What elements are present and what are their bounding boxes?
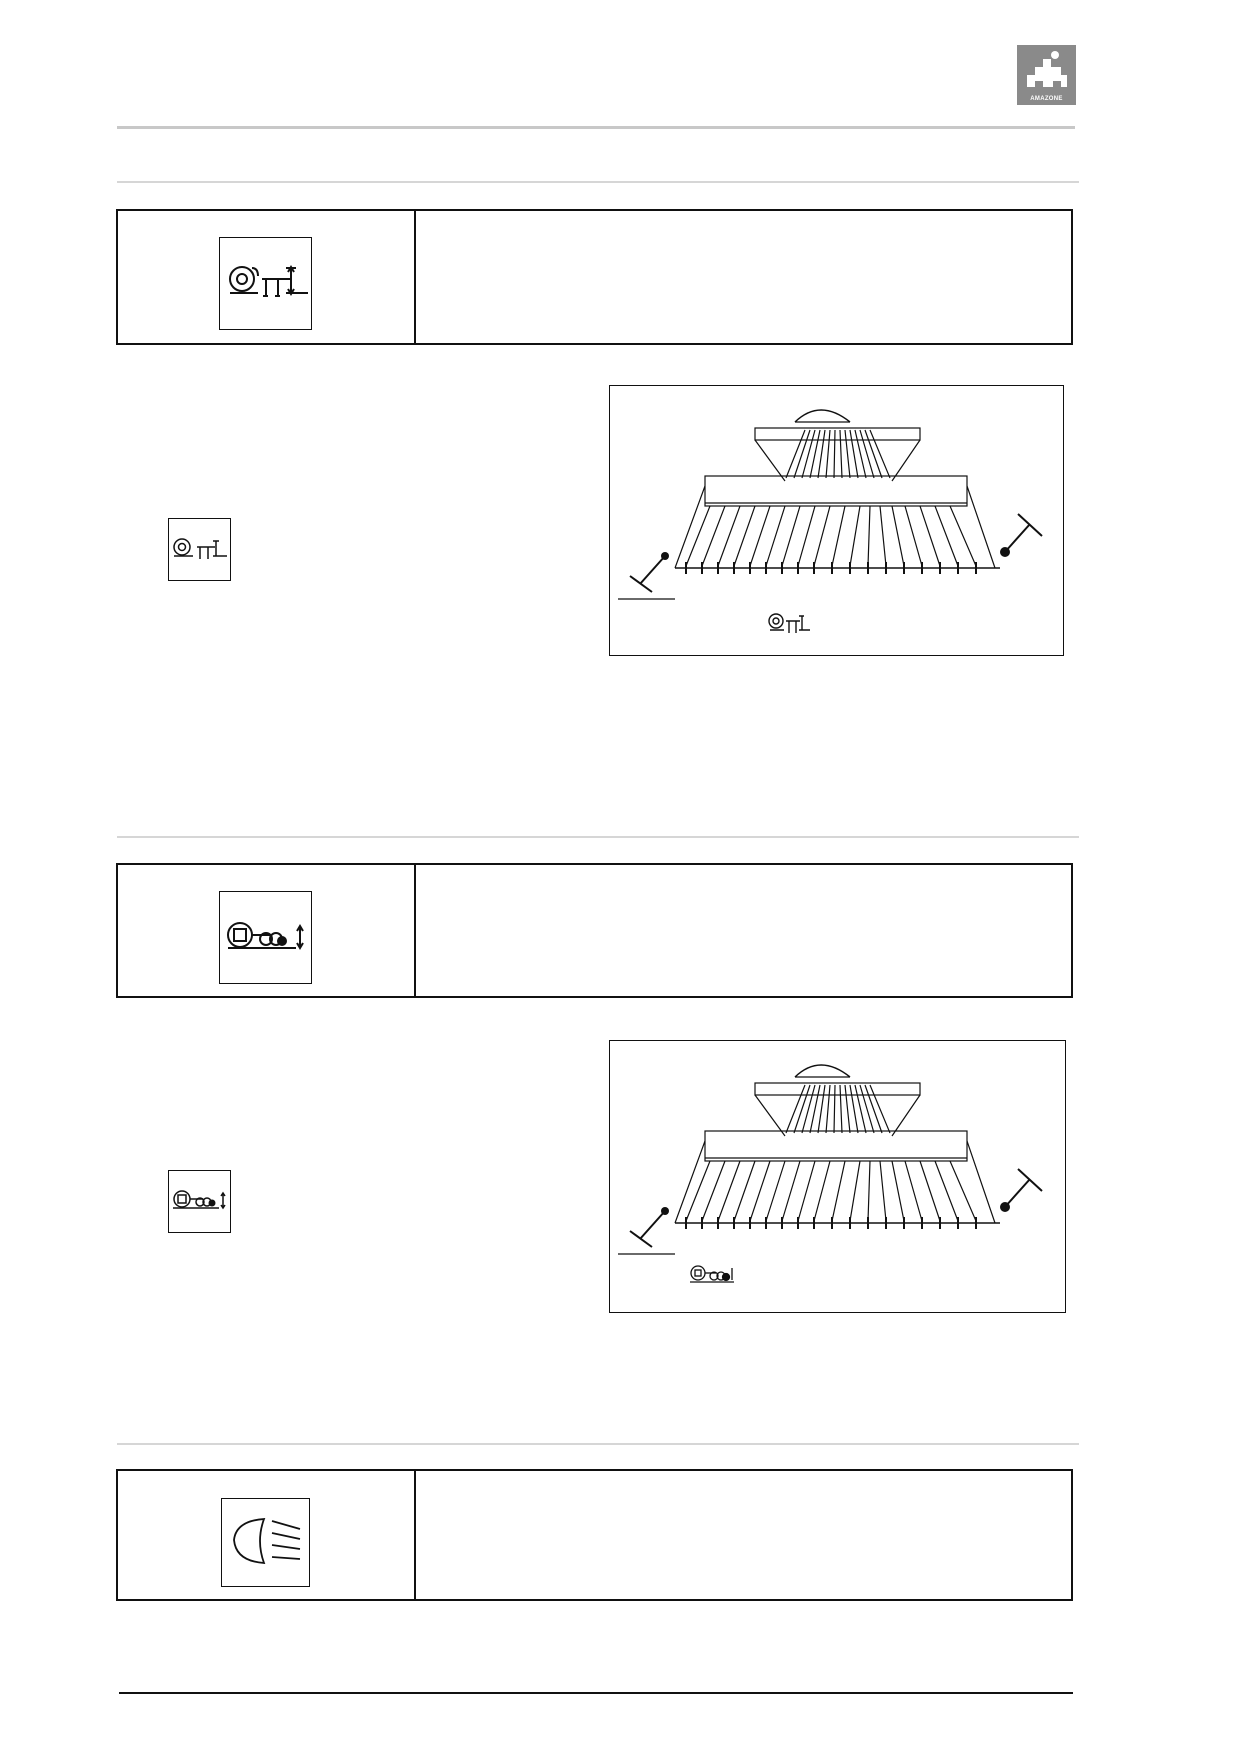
pre-emergence-marker-key[interactable] (219, 891, 312, 984)
seeder-figure-2 (609, 1040, 1066, 1313)
seeder-figure-1 (609, 385, 1064, 656)
amazone-logo: AMAZONE (1017, 45, 1076, 105)
amazone-logo-icon: AMAZONE (1017, 45, 1076, 105)
section-3-header-box (116, 1469, 1073, 1601)
pre-emergence-marker-icon (227, 922, 304, 950)
tramline-marker-icon (173, 538, 227, 559)
section-1-header-box (116, 209, 1073, 345)
headlight-icon (233, 1518, 301, 1564)
header-rule (117, 126, 1075, 129)
section-rule-1 (117, 181, 1079, 183)
tramline-marker-icon (229, 265, 308, 297)
work-lights-key[interactable] (221, 1498, 310, 1587)
section-2-header-box (116, 863, 1073, 998)
tramline-marker-key-small[interactable] (168, 518, 231, 581)
pre-emergence-marker-icon (173, 1190, 226, 1210)
seeder-drawing (618, 409, 1043, 633)
section-rule-3 (117, 1443, 1079, 1445)
svg-text:AMAZONE: AMAZONE (1030, 96, 1062, 102)
seeder-drawing (618, 1064, 1043, 1283)
tramline-marker-key[interactable] (219, 237, 312, 330)
footer-rule (119, 1692, 1073, 1694)
section-rule-2 (117, 836, 1079, 838)
pre-emergence-marker-key-small[interactable] (168, 1170, 231, 1233)
